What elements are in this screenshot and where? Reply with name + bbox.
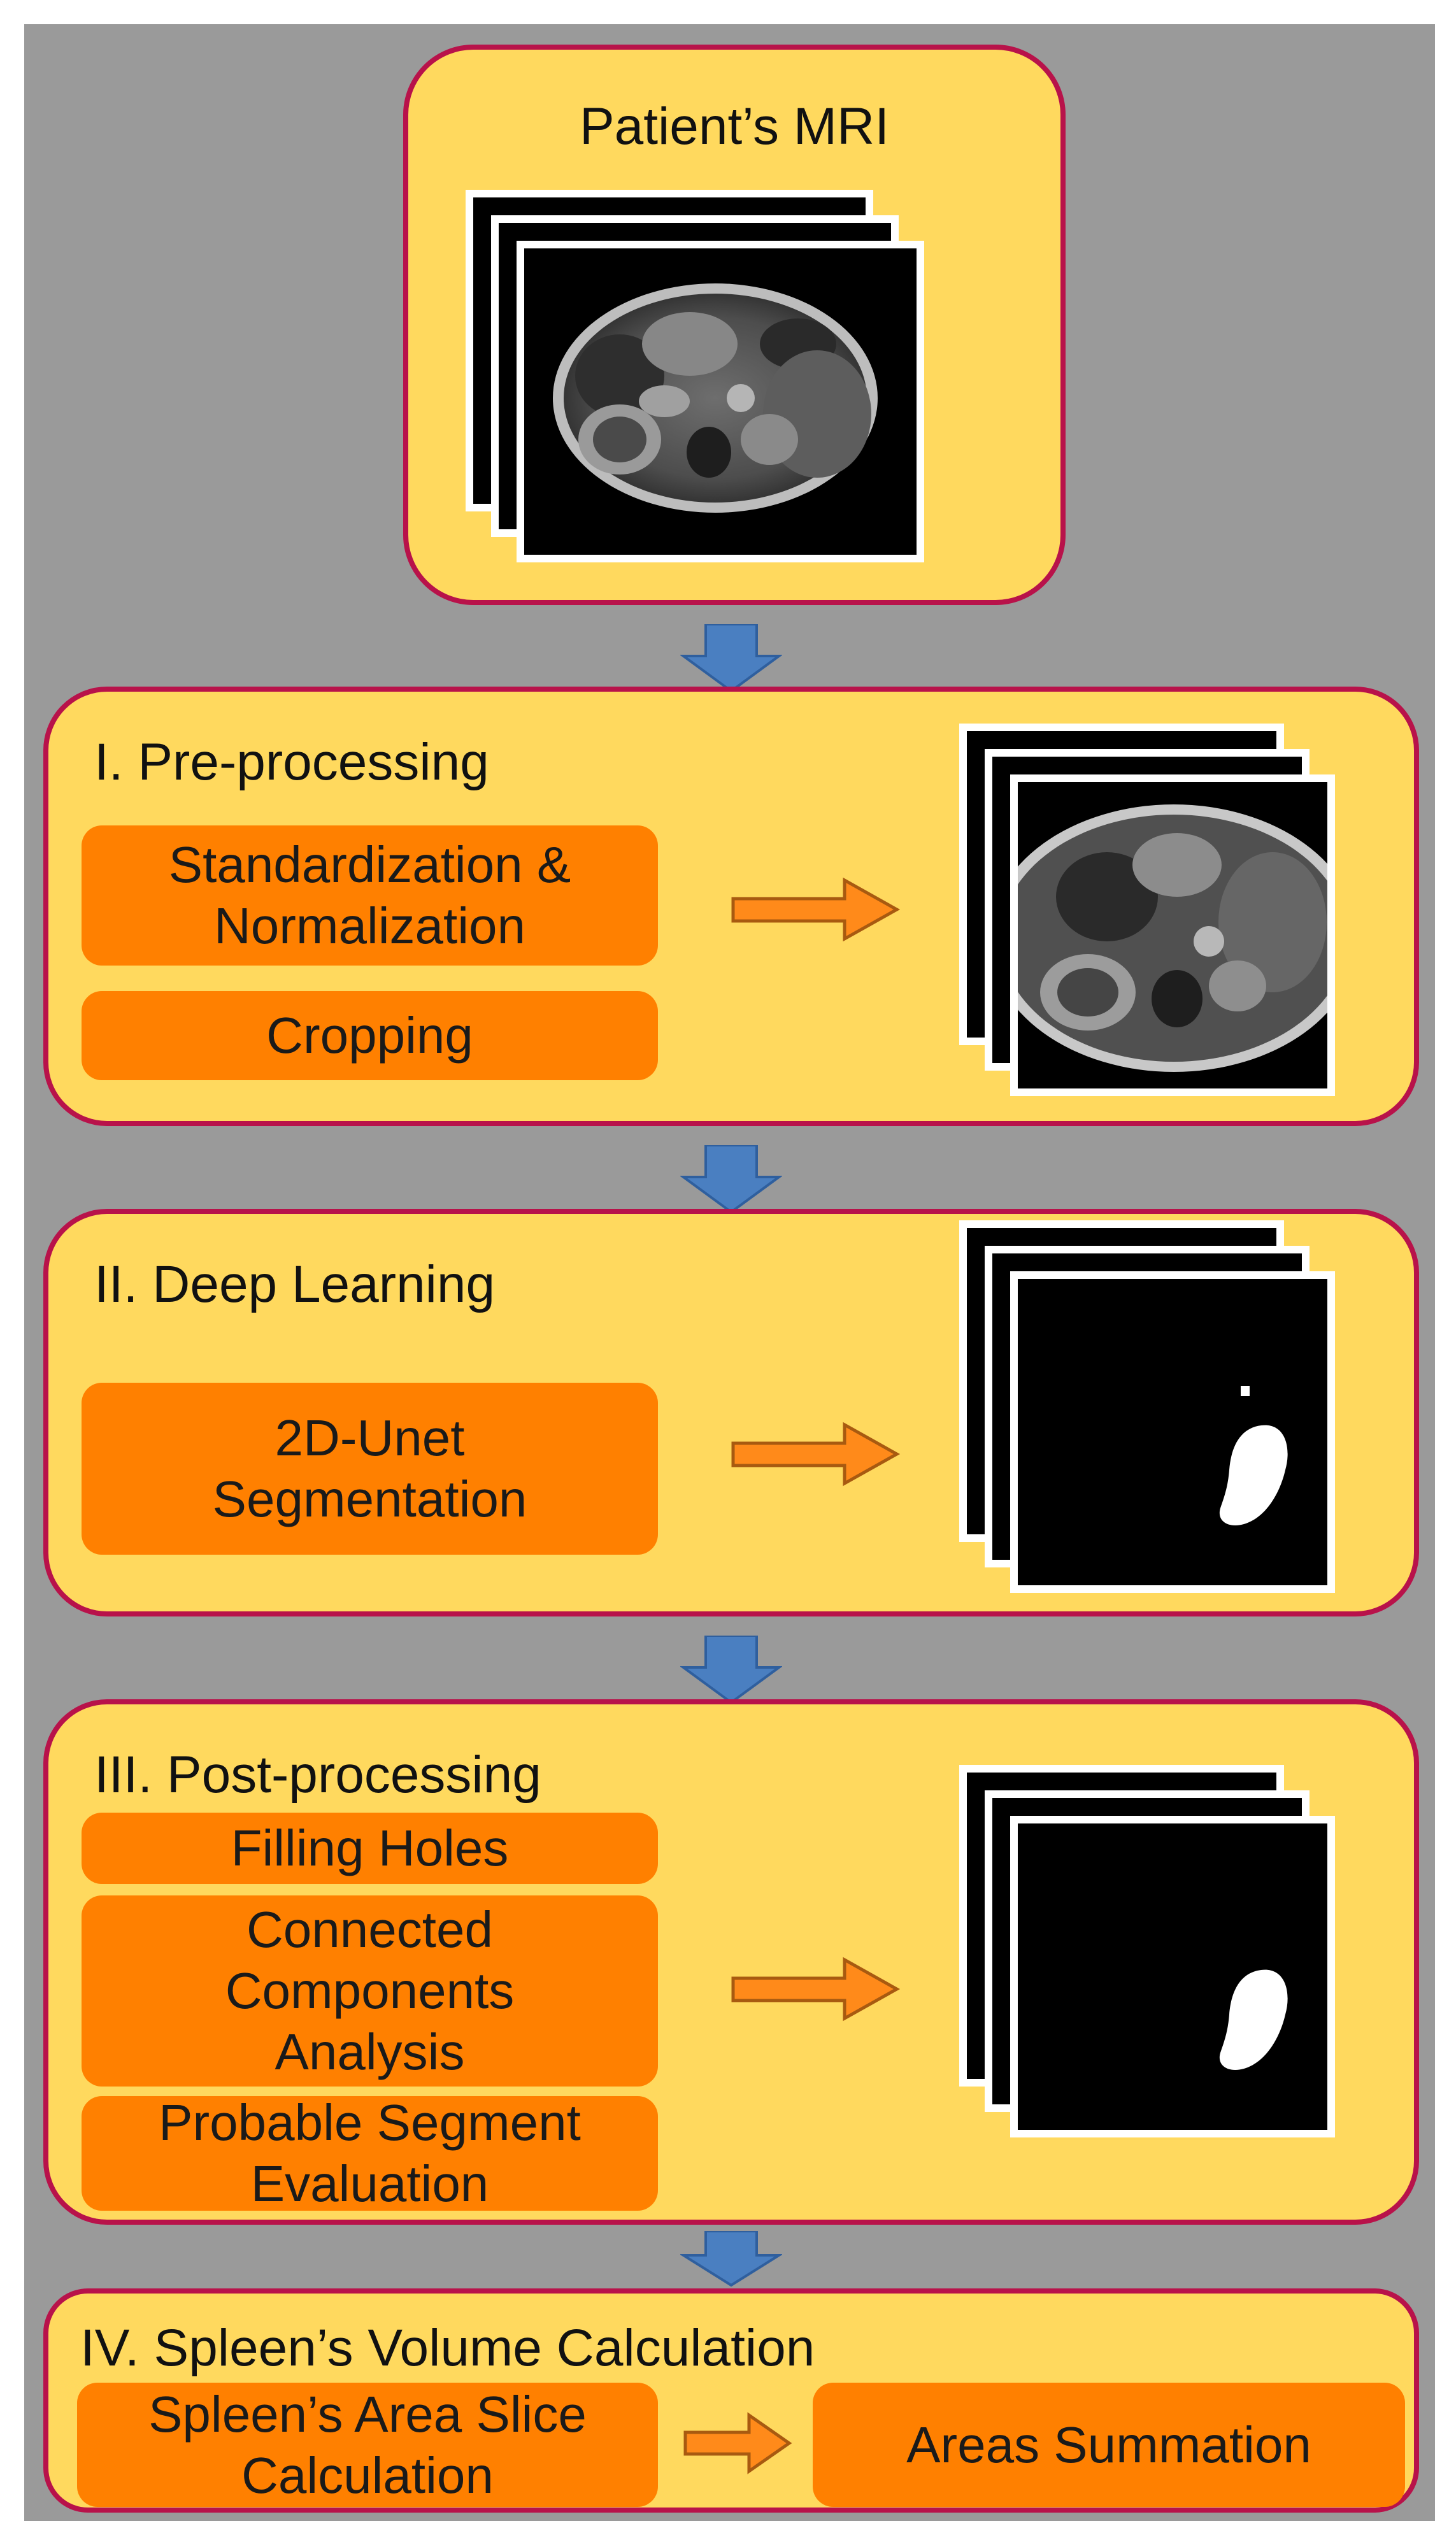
step-areas-summation: Areas Summation xyxy=(813,2383,1405,2507)
refined-spleen-mask xyxy=(1219,1969,1288,2071)
flow-arrow-down-3 xyxy=(680,1636,782,1704)
mri-slice-stack xyxy=(466,190,950,585)
step-filling-holes: Filling Holes xyxy=(82,1813,658,1884)
stage-postprocessing-title: III. Post-processing xyxy=(94,1746,541,1804)
cropped-mri-image xyxy=(1018,804,1327,1072)
stage-preprocessing-title: I. Pre-processing xyxy=(94,733,489,791)
stage-postprocessing-panel: III. Post-processing Filling Holes Conne… xyxy=(43,1699,1419,2225)
flow-arrow-down-2 xyxy=(680,1145,782,1214)
patient-mri-title: Patient’s MRI xyxy=(579,97,890,155)
refined-mask-stack xyxy=(959,1765,1443,2172)
mri-abdomen-image xyxy=(553,283,878,513)
patient-mri-panel: Patient’s MRI xyxy=(403,45,1066,605)
step-arrow-right-2 xyxy=(731,1422,901,1487)
cropped-slice-front xyxy=(1010,774,1335,1096)
step-arrow-right-3 xyxy=(731,1957,901,2022)
cropped-slice-stack xyxy=(959,724,1443,1131)
diagram-canvas: Patient’s MRI xyxy=(24,24,1435,2521)
step-arrow-right-1 xyxy=(731,877,901,942)
step-arrow-right-4 xyxy=(683,2412,792,2474)
refined-slice-front xyxy=(1010,1816,1335,2137)
flow-arrow-down-1 xyxy=(680,624,782,693)
stage-deep-learning-title: II. Deep Learning xyxy=(94,1255,496,1313)
flow-arrow-down-4 xyxy=(680,2231,782,2287)
stage-volume-calculation-panel: IV. Spleen’s Volume Calculation Spleen’s… xyxy=(43,2288,1419,2513)
stage-preprocessing-panel: I. Pre-processing Standardization &Norma… xyxy=(43,687,1419,1126)
step-cropping: Cropping xyxy=(82,991,658,1080)
segmentation-mask-stack xyxy=(959,1220,1443,1628)
mri-slice-front xyxy=(517,241,924,562)
raw-spleen-mask xyxy=(1219,1386,1288,1526)
mask-slice-front xyxy=(1010,1271,1335,1593)
step-standardization-normalization: Standardization &Normalization xyxy=(82,825,658,966)
stage-volume-calculation-title: IV. Spleen’s Volume Calculation xyxy=(80,2319,815,2377)
